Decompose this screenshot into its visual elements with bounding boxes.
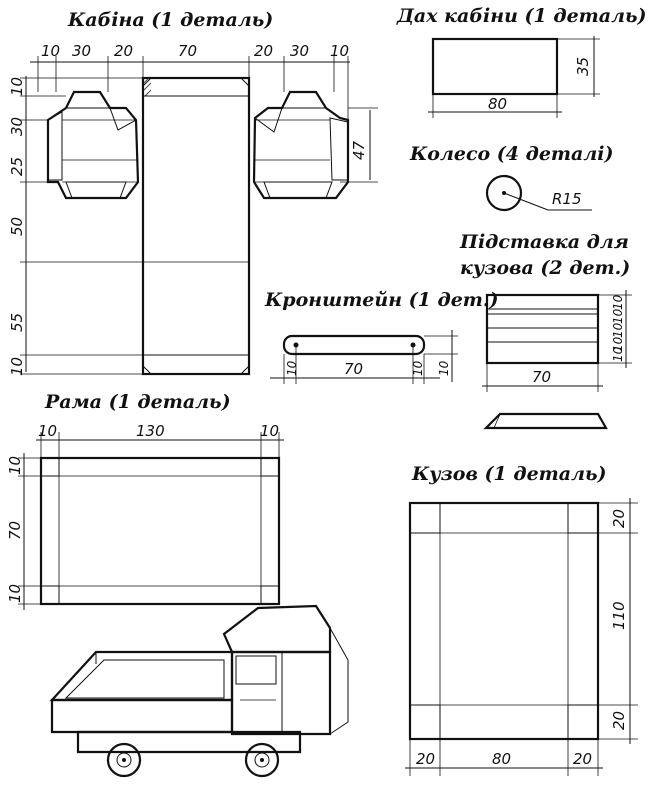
roof-dim-width: 80	[488, 95, 507, 113]
cabin-roof-drawing: Дах кабіни (1 деталь) 80 35	[396, 5, 647, 118]
cabin-dim-left: 30	[8, 117, 26, 136]
frame-dim-left: 10	[6, 584, 24, 603]
frame-title: Рама (1 деталь)	[44, 391, 231, 413]
cabin-dim-top: 30	[72, 42, 91, 60]
cabin-dim-right: 47	[350, 140, 368, 160]
body-dim-bottom: 20	[573, 750, 592, 768]
bracket-dim-height: 10	[437, 360, 451, 376]
stand-dim-side: 10	[611, 308, 625, 324]
body-dim-bottom: 80	[492, 750, 511, 768]
frame-dim-top: 10	[260, 422, 279, 440]
stand-dim-side: 10	[611, 346, 625, 362]
cabin-dim-top: 20	[254, 42, 273, 60]
stand-3d-view	[483, 412, 608, 430]
stand-drawing: Підставка для кузова (2 дет.) 70 10 10 1…	[459, 231, 632, 430]
stand-title-line2: кузова (2 дет.)	[460, 257, 630, 279]
roof-dim-height: 35	[574, 57, 592, 76]
stand-title-line1: Підставка для	[459, 231, 629, 253]
wheel-title: Колесо (4 деталі)	[409, 143, 613, 165]
bracket-title: Кронштейн (1 дет.)	[264, 289, 499, 311]
cabin-dim-left: 25	[8, 157, 26, 176]
cabin-drawing: Кабіна (1 деталь) 10 30 20 70 20 30 10 1…	[8, 9, 378, 376]
body-dim-right: 110	[610, 601, 628, 630]
frame-dim-top: 130	[136, 422, 165, 440]
cabin-dim-left: 10	[8, 77, 26, 96]
body-rect	[408, 501, 600, 741]
cabin-center-strip	[141, 76, 251, 376]
body-dim-bottom: 20	[416, 750, 435, 768]
body-dim-right: 20	[610, 509, 628, 528]
cabin-title: Кабіна (1 деталь)	[67, 9, 273, 31]
frame-dim-left: 70	[6, 521, 24, 540]
cabin-dim-top: 10	[41, 42, 60, 60]
truck-illustration	[49, 604, 349, 778]
cabin-roof-title: Дах кабіни (1 деталь)	[396, 5, 647, 27]
cabin-dim-left: 55	[8, 313, 26, 332]
wheel-dim-radius: R15	[552, 190, 582, 208]
cabin-roof-rect	[431, 37, 559, 96]
body-title: Кузов (1 деталь)	[411, 463, 607, 485]
cabin-dim-top: 30	[290, 42, 309, 60]
bracket-dim-right: 10	[411, 360, 425, 376]
body-dim-right: 20	[610, 711, 628, 730]
stand-dim-side: 10	[611, 322, 625, 338]
stand-rect	[485, 293, 600, 365]
bracket-dim-middle: 70	[344, 360, 363, 378]
bracket-drawing: Кронштейн (1 дет.) 10 70 10 10	[264, 289, 499, 384]
bracket-dim-left: 10	[285, 360, 299, 376]
cabin-dim-left: 10	[8, 357, 26, 376]
stand-dim-side: 10	[611, 336, 625, 352]
frame-dim-top: 10	[38, 422, 57, 440]
bracket-rect	[282, 334, 426, 356]
cabin-dim-top: 20	[114, 42, 133, 60]
frame-rect	[39, 456, 281, 606]
frame-drawing: Рама (1 деталь) 10 130 10 10 70 10	[6, 391, 284, 610]
wheel-drawing: Колесо (4 деталі) R15	[409, 143, 613, 212]
cabin-dim-top: 10	[330, 42, 349, 60]
wheel-circle	[485, 174, 523, 212]
frame-dim-left: 10	[6, 456, 24, 475]
body-drawing: Кузов (1 деталь) 20 80 20 20 110 20	[405, 463, 638, 776]
stand-dim-width: 70	[532, 368, 551, 386]
stand-dim-side: 10	[611, 294, 625, 310]
cabin-dim-top: 70	[178, 42, 197, 60]
cabin-dim-left: 50	[8, 217, 26, 236]
